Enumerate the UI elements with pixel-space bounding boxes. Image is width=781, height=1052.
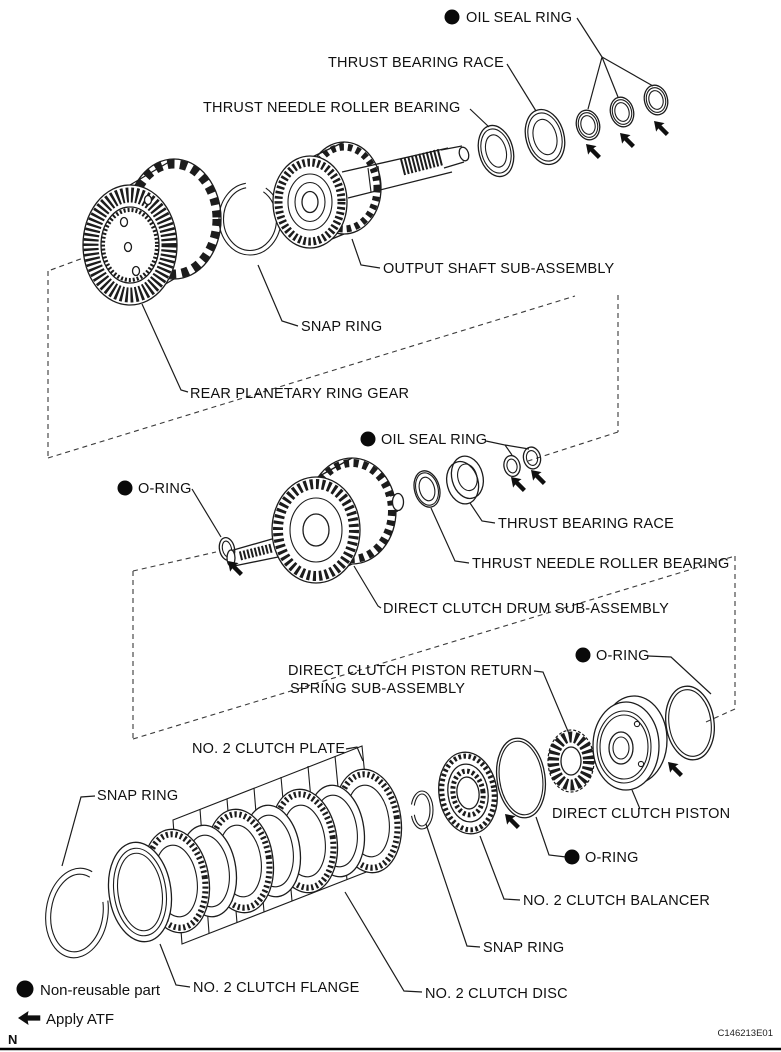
thrust-needle-roller-bearing-middle-part [413,470,441,508]
label-o-ring-upper-right: O-RING [596,648,650,664]
part-labels: OIL SEAL RING THRUST BEARING RACE THRUST… [97,9,730,1002]
label-output-shaft-sub-assembly: OUTPUT SHAFT SUB-ASSEMBLY [383,261,615,277]
apply-atf-arrow-icon [663,757,686,780]
label-piston-return-spring-line2: SPRING SUB-ASSEMBLY [290,681,465,697]
label-direct-clutch-piston: DIRECT CLUTCH PISTON [552,806,730,822]
no2-clutch-flange-part [107,841,173,943]
output-shaft-sub-assembly-part [272,141,470,249]
thrust-needle-roller-bearing-top-part [477,124,515,178]
legend-non-reusable-label: Non-reusable part [40,982,161,999]
label-direct-clutch-drum: DIRECT CLUTCH DRUM SUB-ASSEMBLY [383,601,669,617]
label-oil-seal-ring-top: OIL SEAL RING [466,10,572,26]
label-piston-return-spring-line1: DIRECT CLUTCH PISTON RETURN [288,663,532,679]
label-oil-seal-ring-middle: OIL SEAL RING [381,432,487,448]
direct-clutch-piston-part [592,695,668,791]
label-rear-planetary-ring-gear: REAR PLANETARY RING GEAR [190,386,409,402]
label-thrust-needle-roller-bearing-top: THRUST NEEDLE ROLLER BEARING [203,100,461,116]
label-snap-ring-lower: SNAP RING [483,940,564,956]
direct-clutch-drum-sub-assembly-part [226,457,405,584]
oil-seal-rings-middle-part [503,446,542,478]
oil-seal-rings-top-part [575,84,669,141]
non-reusable-bullet [575,647,591,663]
direct-clutch-piston-return-spring-part [547,729,595,793]
label-snap-ring-top: SNAP RING [301,319,382,335]
figure-code: C146213E01 [718,1028,773,1039]
non-reusable-bullet [564,849,580,865]
thrust-bearing-race-top-part [524,108,566,166]
snap-ring-left-part [45,867,109,959]
label-no2-clutch-flange: NO. 2 CLUTCH FLANGE [193,980,360,996]
legend-apply-atf-label: Apply ATF [46,1011,114,1028]
apply-atf-arrow-icon [526,465,549,488]
label-thrust-needle-roller-bearing-middle: THRUST NEEDLE ROLLER BEARING [472,556,730,572]
no2-clutch-balancer-part [438,751,498,835]
o-ring-balancer-part [495,737,547,819]
apply-atf-legend-arrow-icon [18,1010,41,1026]
o-ring-piston-part [665,685,715,761]
non-reusable-bullet [117,480,133,496]
label-no2-clutch-disc: NO. 2 CLUTCH DISC [425,986,568,1002]
rear-planetary-ring-gear-part [82,158,222,306]
label-thrust-bearing-race-middle: THRUST BEARING RACE [498,516,674,532]
label-thrust-bearing-race-top: THRUST BEARING RACE [328,55,504,71]
corner-marker: N [8,1032,17,1047]
label-o-ring-lower: O-RING [585,850,639,866]
apply-atf-arrow-icon [581,139,604,162]
label-snap-ring-left: SNAP RING [97,788,178,804]
non-reusable-legend-bullet [16,980,34,998]
apply-atf-arrow-icon [649,116,672,139]
no2-clutch-disc-stack [141,768,403,934]
snap-ring-top-part [218,182,282,256]
non-reusable-bullet [360,431,376,447]
legend: Non-reusable part Apply ATF [16,980,161,1028]
snap-ring-lower-part [410,790,434,830]
leader-lines [61,17,712,993]
label-no2-clutch-balancer: NO. 2 CLUTCH BALANCER [523,893,710,909]
apply-atf-arrow-icon [615,128,638,151]
label-no2-clutch-plate: NO. 2 CLUTCH PLATE [192,741,345,757]
non-reusable-bullet [444,9,460,25]
label-o-ring-middle-left: O-RING [138,481,192,497]
thrust-bearing-race-middle-part [445,455,485,505]
